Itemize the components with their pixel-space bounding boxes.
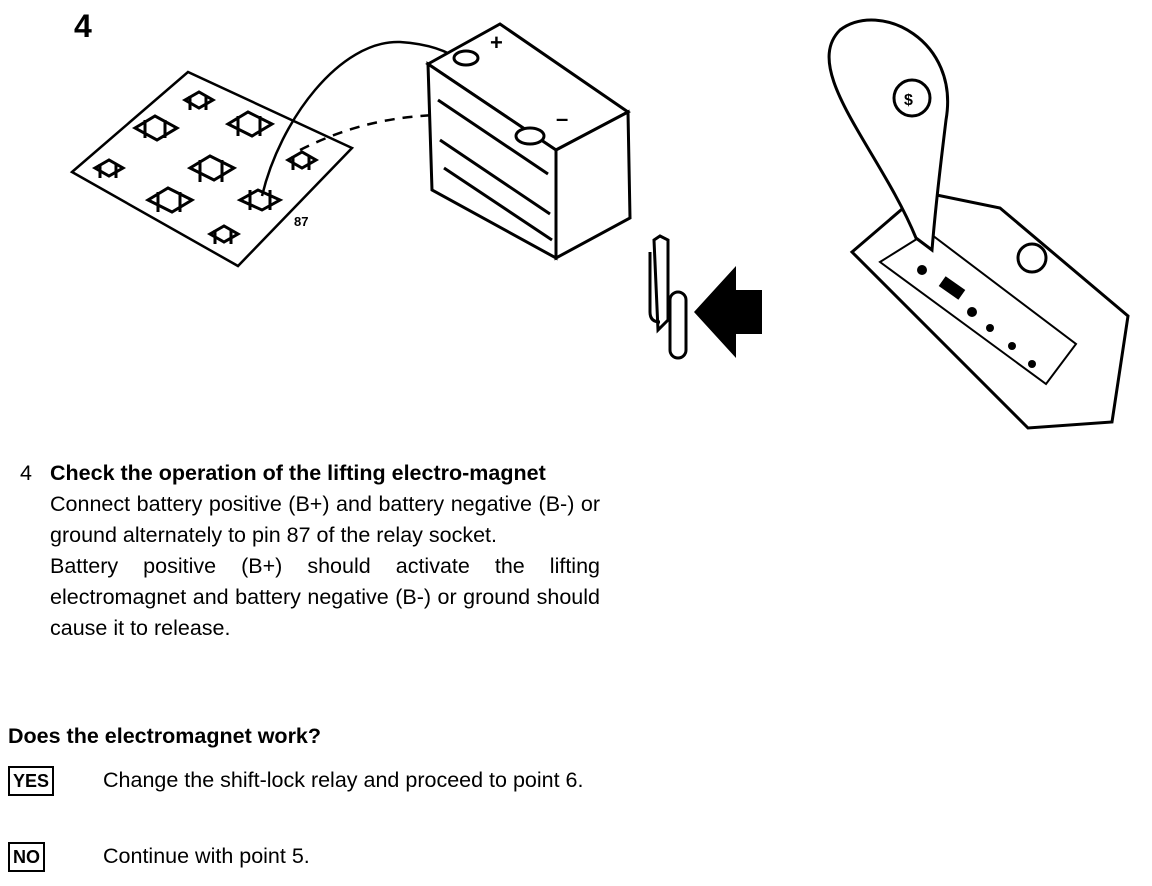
battery-minus-label: –: [556, 106, 568, 131]
positive-test-lead: [260, 40, 463, 197]
no-badge: NO: [8, 842, 45, 872]
gear-position-indicators: [917, 265, 1036, 368]
battery: [425, 22, 632, 261]
step-instruction: Connect battery positive (B+) and batter…: [50, 492, 600, 547]
yes-answer-text: Change the shift-lock relay and proceed …: [103, 768, 584, 792]
relay-socket-pins: [91, 90, 320, 244]
step-number: 4: [20, 461, 32, 485]
pin-87-label: 87: [294, 214, 308, 229]
lock-pawl: [648, 234, 688, 360]
question: Does the electromagnet work?: [8, 724, 322, 748]
battery-plus-label: +: [490, 30, 503, 55]
yes-badge: YES: [8, 766, 55, 796]
step-title: Check the operation of the lifting elect…: [50, 461, 546, 485]
no-answer-text: Continue with point 5.: [103, 844, 310, 868]
direction-arrow: [694, 266, 762, 358]
relay-socket-board: [69, 70, 355, 268]
step-body: Check the operation of the lifting elect…: [50, 458, 600, 644]
selector-lever: [827, 18, 1130, 430]
step-expected-result: Battery positive (B+) should activate th…: [50, 554, 600, 640]
figure-number: 4: [74, 8, 92, 44]
answer-yes: YES Change the shift-lock relay and proc…: [8, 764, 608, 796]
lever-button-glyph: $: [904, 92, 913, 109]
illustration: 87 + – $: [69, 18, 1130, 430]
step-4: 4 Check the operation of the lifting ele…: [20, 458, 600, 644]
answer-no: NO Continue with point 5.: [8, 840, 608, 872]
